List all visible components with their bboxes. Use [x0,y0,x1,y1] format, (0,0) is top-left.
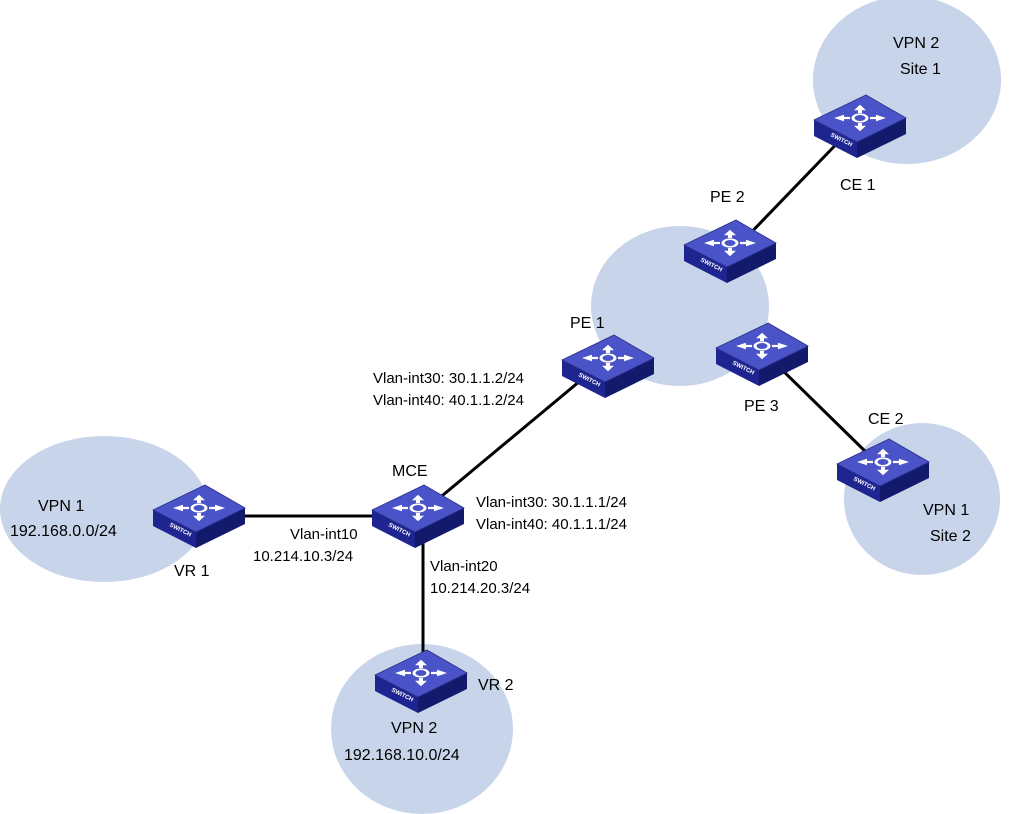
interface-mce-vlan10-name: Vlan-int10 [290,526,358,543]
device-label-vr2: VR 2 [478,677,514,694]
interface-mce-vlan30: Vlan-int30: 30.1.1.1/24 [476,494,627,511]
interface-mce-vlan40: Vlan-int40: 40.1.1.1/24 [476,516,627,533]
site-vpn2-site1-line1: VPN 2 [893,35,939,52]
switch-ce1[interactable]: SWITCH [812,93,908,160]
device-label-ce2: CE 2 [868,411,904,428]
interface-mce-vlan20-name: Vlan-int20 [430,558,498,575]
site-vpn1-line1: VPN 1 [38,498,84,515]
site-vpn1-line2: 192.168.0.0/24 [10,523,117,540]
site-vpn2-site1-line2: Site 1 [900,61,941,78]
interface-mce-vlan10-ip: 10.214.10.3/24 [253,548,353,565]
switch-vr2[interactable]: SWITCH [373,648,469,715]
link-mce-pe1 [423,364,600,512]
site-vpn1-site2-line2: Site 2 [930,528,971,545]
device-label-pe1: PE 1 [570,315,605,332]
link-pe3-ce2 [772,360,871,457]
device-label-pe3: PE 3 [744,398,779,415]
interface-pe1-vlan30: Vlan-int30: 30.1.1.2/24 [373,370,524,387]
site-vpn1-site2 [844,423,1000,575]
site-vpn1 [0,436,208,582]
interface-pe1-vlan40: Vlan-int40: 40.1.1.2/24 [373,392,524,409]
device-label-mce: MCE [392,463,428,480]
device-label-ce1: CE 1 [840,177,876,194]
link-pe2-ce1 [738,129,851,246]
device-label-vr1: VR 1 [174,563,210,580]
switch-mce[interactable]: SWITCH [370,483,466,550]
site-vpn2-line1: VPN 2 [391,720,437,737]
switch-ce2[interactable]: SWITCH [835,437,931,504]
switch-pe1[interactable]: SWITCH [560,333,656,400]
switch-vr1[interactable]: SWITCH [151,483,247,550]
site-vpn2-line2: 192.168.10.0/24 [344,747,460,764]
site-vpn1-site2-line1: VPN 1 [923,502,969,519]
switch-pe3[interactable]: SWITCH [714,321,810,388]
switch-pe2[interactable]: SWITCH [682,218,778,285]
interface-mce-vlan20-ip: 10.214.20.3/24 [430,580,530,597]
device-label-pe2: PE 2 [710,189,745,206]
